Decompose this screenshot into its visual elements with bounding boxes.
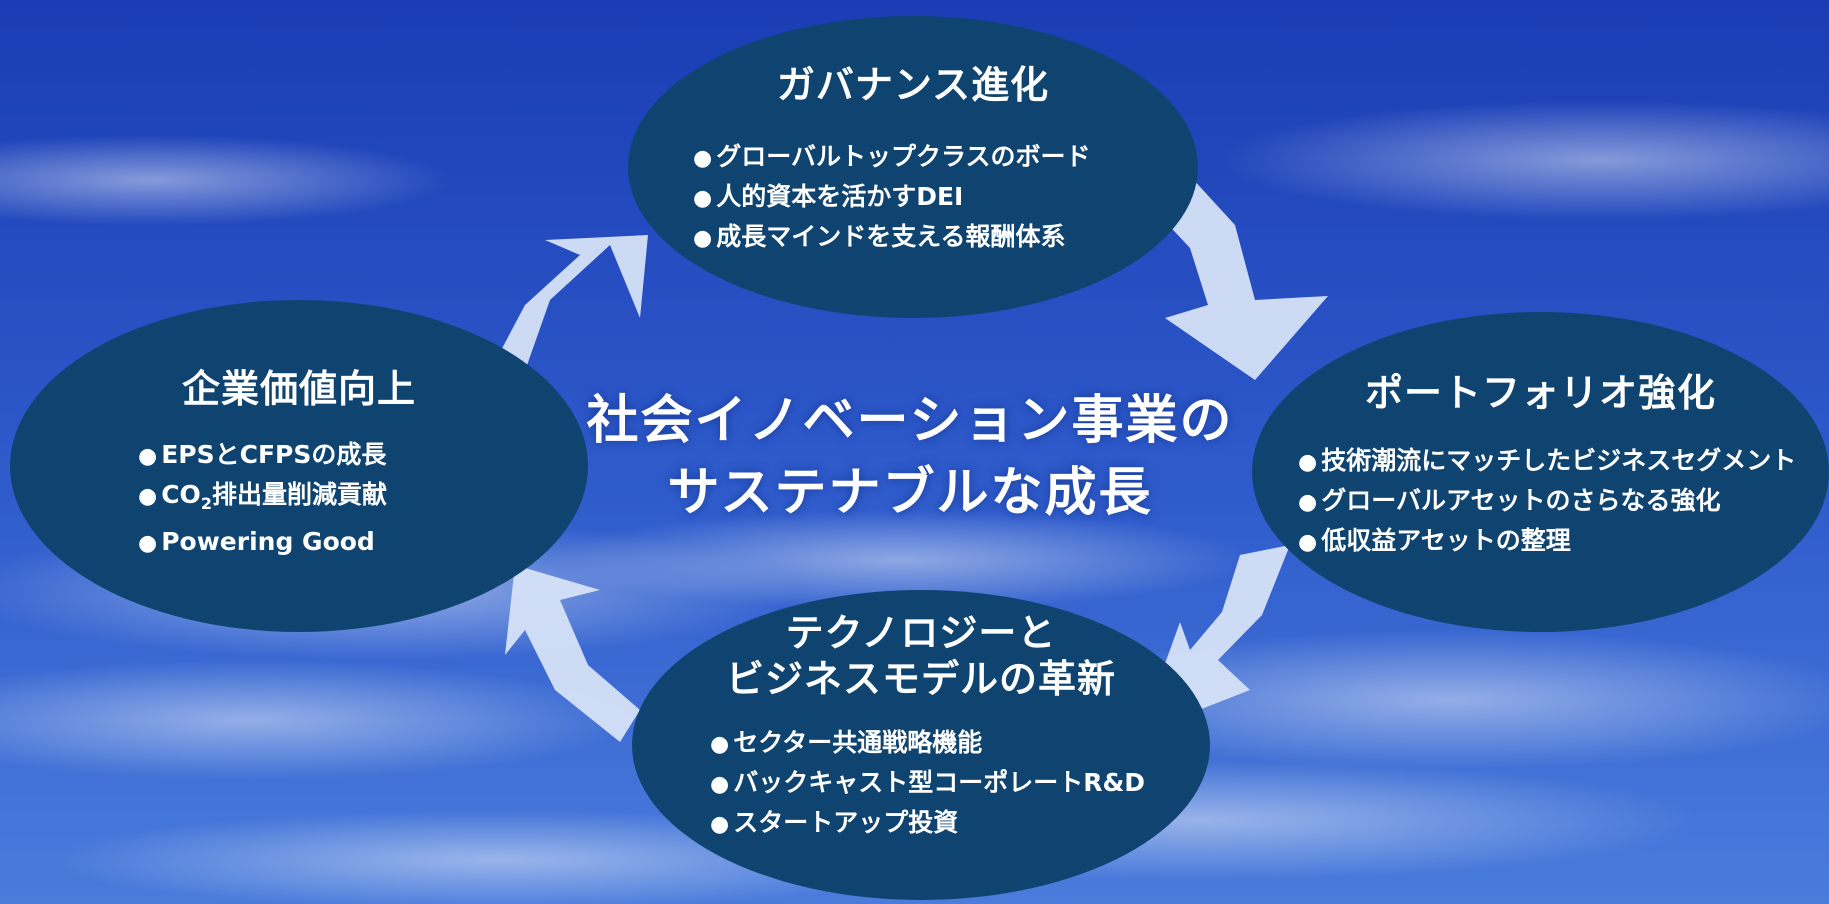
list-item: 技術潮流にマッチしたビジネスセグメント (1298, 442, 1796, 482)
innovation-title: テクノロジーと ビジネスモデルの革新 (632, 610, 1210, 702)
list-item: バックキャスト型コーポレートR&D (710, 764, 1145, 804)
list-item: スタートアップ投資 (710, 804, 1145, 844)
list-item: 低収益アセットの整理 (1298, 522, 1796, 562)
center-heading-line1: 社会イノベーション事業の (586, 391, 1234, 451)
governance-title: ガバナンス進化 (776, 63, 1050, 107)
corporate-value-list: EPSとCFPSの成長 CO2排出量削減貢献 Powering Good (138, 436, 387, 563)
governance-ellipse: ガバナンス進化 グローバルトップクラスのボード 人的資本を活かすDEI 成長マイ… (628, 16, 1198, 318)
portfolio-title: ポートフォリオ強化 (1364, 371, 1716, 415)
co2-subscript: 2 (200, 494, 212, 513)
innovation-title-line1: テクノロジーと (785, 611, 1057, 655)
list-item: 人的資本を活かすDEI (693, 178, 1090, 218)
portfolio-ellipse: ポートフォリオ強化 技術潮流にマッチしたビジネスセグメント グローバルアセットの… (1252, 312, 1829, 632)
center-heading: 社会イノベーション事業の サステナブルな成長 (560, 385, 1260, 529)
innovation-ellipse: テクノロジーと ビジネスモデルの革新 セクター共通戦略機能 バックキャスト型コー… (632, 590, 1210, 900)
portfolio-list: 技術潮流にマッチしたビジネスセグメント グローバルアセットのさらなる強化 低収益… (1298, 442, 1796, 562)
corporate-value-ellipse: 企業価値向上 EPSとCFPSの成長 CO2排出量削減貢献 Powering G… (10, 300, 588, 632)
innovation-title-line2: ビジネスモデルの革新 (725, 657, 1116, 701)
innovation-list: セクター共通戦略機能 バックキャスト型コーポレートR&D スタートアップ投資 (710, 724, 1145, 844)
list-item: グローバルアセットのさらなる強化 (1298, 482, 1796, 522)
co2-suffix: 排出量削減貢献 (211, 480, 387, 509)
list-item: EPSとCFPSの成長 (138, 436, 387, 476)
co2-prefix: CO (161, 480, 201, 509)
list-item: グローバルトップクラスのボード (693, 138, 1090, 178)
corporate-value-title: 企業価値向上 (181, 367, 416, 411)
list-item: セクター共通戦略機能 (710, 724, 1145, 764)
list-item: Powering Good (138, 523, 387, 563)
list-item: 成長マインドを支える報酬体系 (693, 218, 1090, 258)
governance-list: グローバルトップクラスのボード 人的資本を活かすDEI 成長マインドを支える報酬… (693, 138, 1090, 258)
center-heading-line2: サステナブルな成長 (667, 463, 1153, 523)
list-item-co2: CO2排出量削減貢献 (138, 476, 387, 523)
